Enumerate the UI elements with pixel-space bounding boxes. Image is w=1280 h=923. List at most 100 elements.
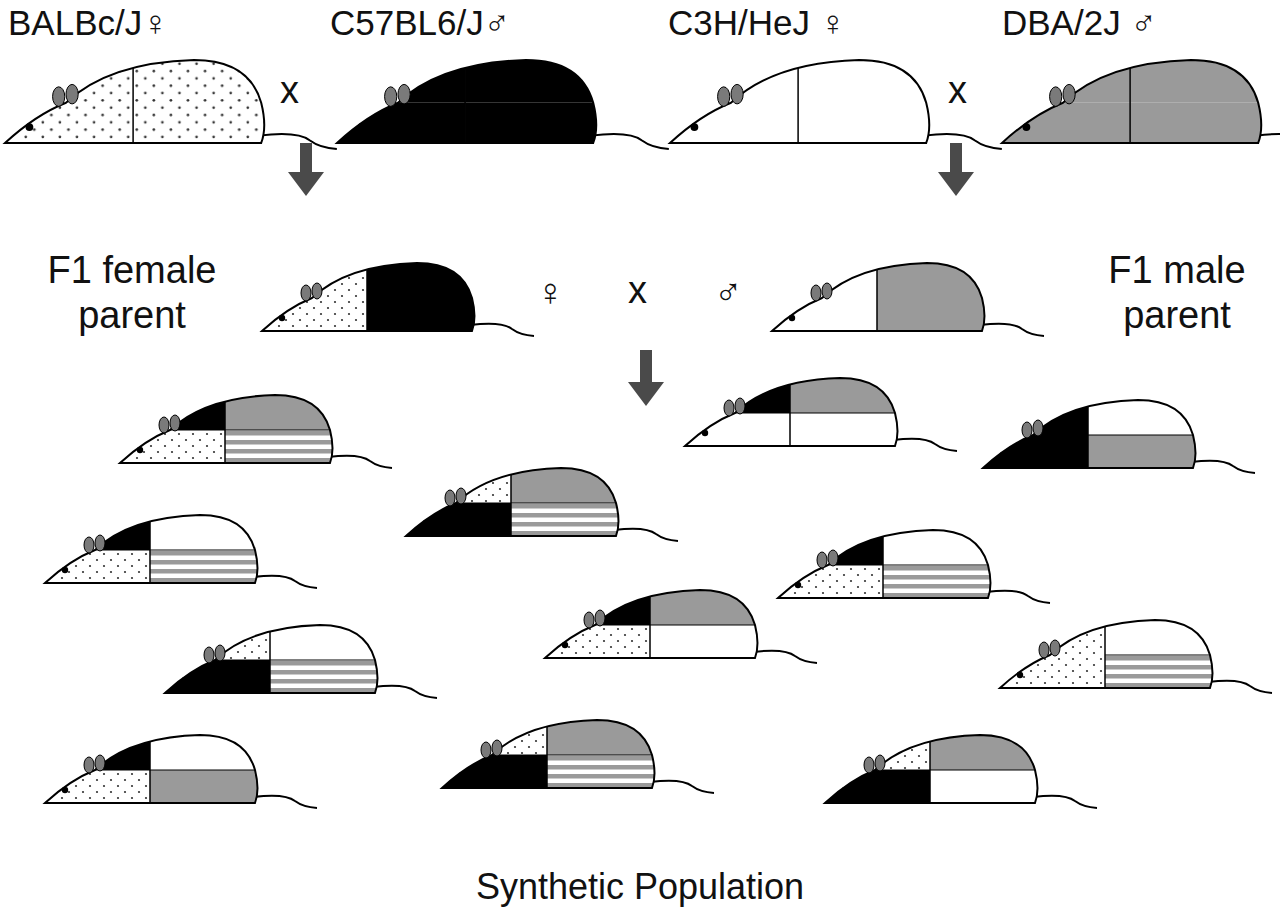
mouse-eye	[690, 123, 698, 131]
mouse-ear	[1039, 642, 1049, 658]
genome-block	[981, 435, 1088, 471]
genome-block	[43, 550, 150, 586]
mouse-eye	[62, 787, 68, 793]
genome-block	[118, 393, 225, 430]
mouse	[3, 58, 337, 150]
mouse-eye	[459, 772, 465, 778]
mouse	[543, 588, 817, 663]
genome-block	[543, 588, 650, 625]
mouse-outline	[5, 60, 264, 143]
genome-blocks	[683, 376, 905, 449]
mouse-eye	[842, 787, 848, 793]
mouse-ear	[456, 488, 466, 504]
mouse	[43, 513, 317, 588]
strain-label: DBA/2J ♂	[1002, 2, 1157, 43]
genome-blocks	[823, 733, 1045, 806]
mouse-eye	[1000, 452, 1006, 458]
genome-block	[260, 298, 367, 334]
genome-block	[543, 625, 650, 661]
strain-label: C3H/HeJ ♀	[668, 2, 846, 43]
mouse-tail	[753, 651, 817, 663]
mouse-outline	[545, 590, 758, 658]
divider-line	[546, 720, 548, 788]
genome-blocks	[998, 618, 1220, 691]
mouse-ear	[398, 84, 410, 104]
mouse-tail	[614, 529, 678, 541]
genome-block	[650, 625, 765, 661]
genome-block	[930, 770, 1045, 806]
mouse-tail	[893, 439, 957, 451]
mouse-eye	[789, 315, 795, 321]
block-line	[883, 565, 993, 566]
mouse-ear	[731, 84, 743, 104]
mouse-tail	[1191, 461, 1255, 473]
genome-block	[225, 430, 340, 466]
mouse-eye	[1017, 672, 1023, 678]
mouse-ear	[95, 535, 105, 551]
mouse-ear	[828, 550, 838, 566]
mouse-ear	[170, 415, 180, 431]
genome-blocks	[404, 466, 626, 539]
genome-block	[133, 103, 273, 147]
mouse	[260, 261, 534, 336]
mouse-tail	[591, 134, 669, 149]
divider-line	[269, 625, 271, 693]
block-line	[270, 660, 380, 661]
mouse	[668, 58, 1002, 150]
mouse-ear	[312, 283, 322, 299]
genome-blocks	[43, 513, 265, 586]
mouse-ear	[1050, 640, 1060, 656]
mouse-outline	[1000, 620, 1213, 688]
divider-line	[929, 735, 931, 803]
mouse-tail	[253, 576, 317, 588]
arrows	[288, 143, 974, 406]
mouse-tail	[253, 796, 317, 808]
divider-line	[366, 263, 368, 331]
genome-block	[1088, 435, 1203, 471]
mouse-eye	[1022, 123, 1030, 131]
mouse-ear	[822, 283, 832, 299]
genome-block	[511, 503, 626, 539]
mouse-tail	[328, 456, 392, 468]
mouse-outline	[778, 530, 991, 598]
mouse-ear	[445, 490, 455, 506]
genome-block	[1105, 655, 1220, 691]
mouse-ear	[718, 87, 730, 107]
mouse-eye	[562, 642, 568, 648]
mouse-eye	[795, 582, 801, 588]
mouse-eye	[182, 677, 188, 683]
mouse-outline	[685, 378, 898, 446]
mouse-eye	[279, 315, 285, 321]
genome-block	[150, 550, 265, 586]
mouse-eye	[62, 567, 68, 573]
mouse	[823, 733, 1097, 808]
genome-blocks	[1000, 58, 1271, 147]
block-line	[150, 550, 260, 551]
mouse-outline	[262, 263, 475, 331]
genome-block	[1130, 103, 1270, 147]
mouse-tail	[650, 781, 714, 793]
down-arrow	[628, 350, 664, 406]
mouse-outline	[45, 735, 258, 803]
mouse-tail	[980, 324, 1044, 336]
mouse-ear	[1063, 84, 1075, 104]
mouse	[163, 623, 437, 698]
mouse-eye	[357, 123, 365, 131]
genome-block	[163, 623, 270, 660]
divider-line	[224, 395, 226, 463]
mouse	[683, 376, 957, 451]
genome-block	[683, 376, 790, 413]
divider-line	[789, 378, 791, 446]
mouse-ear	[385, 87, 397, 107]
genome-block	[770, 298, 877, 334]
block-line	[1088, 435, 1198, 436]
mouse-ear	[595, 610, 605, 626]
cross-symbol: x	[280, 68, 299, 113]
mouse-outline	[45, 515, 258, 583]
genome-block	[770, 261, 877, 298]
mouse-ear	[481, 742, 491, 758]
mice	[3, 58, 1280, 808]
mouse-ear	[204, 647, 214, 663]
mouse-ear	[1022, 422, 1032, 438]
